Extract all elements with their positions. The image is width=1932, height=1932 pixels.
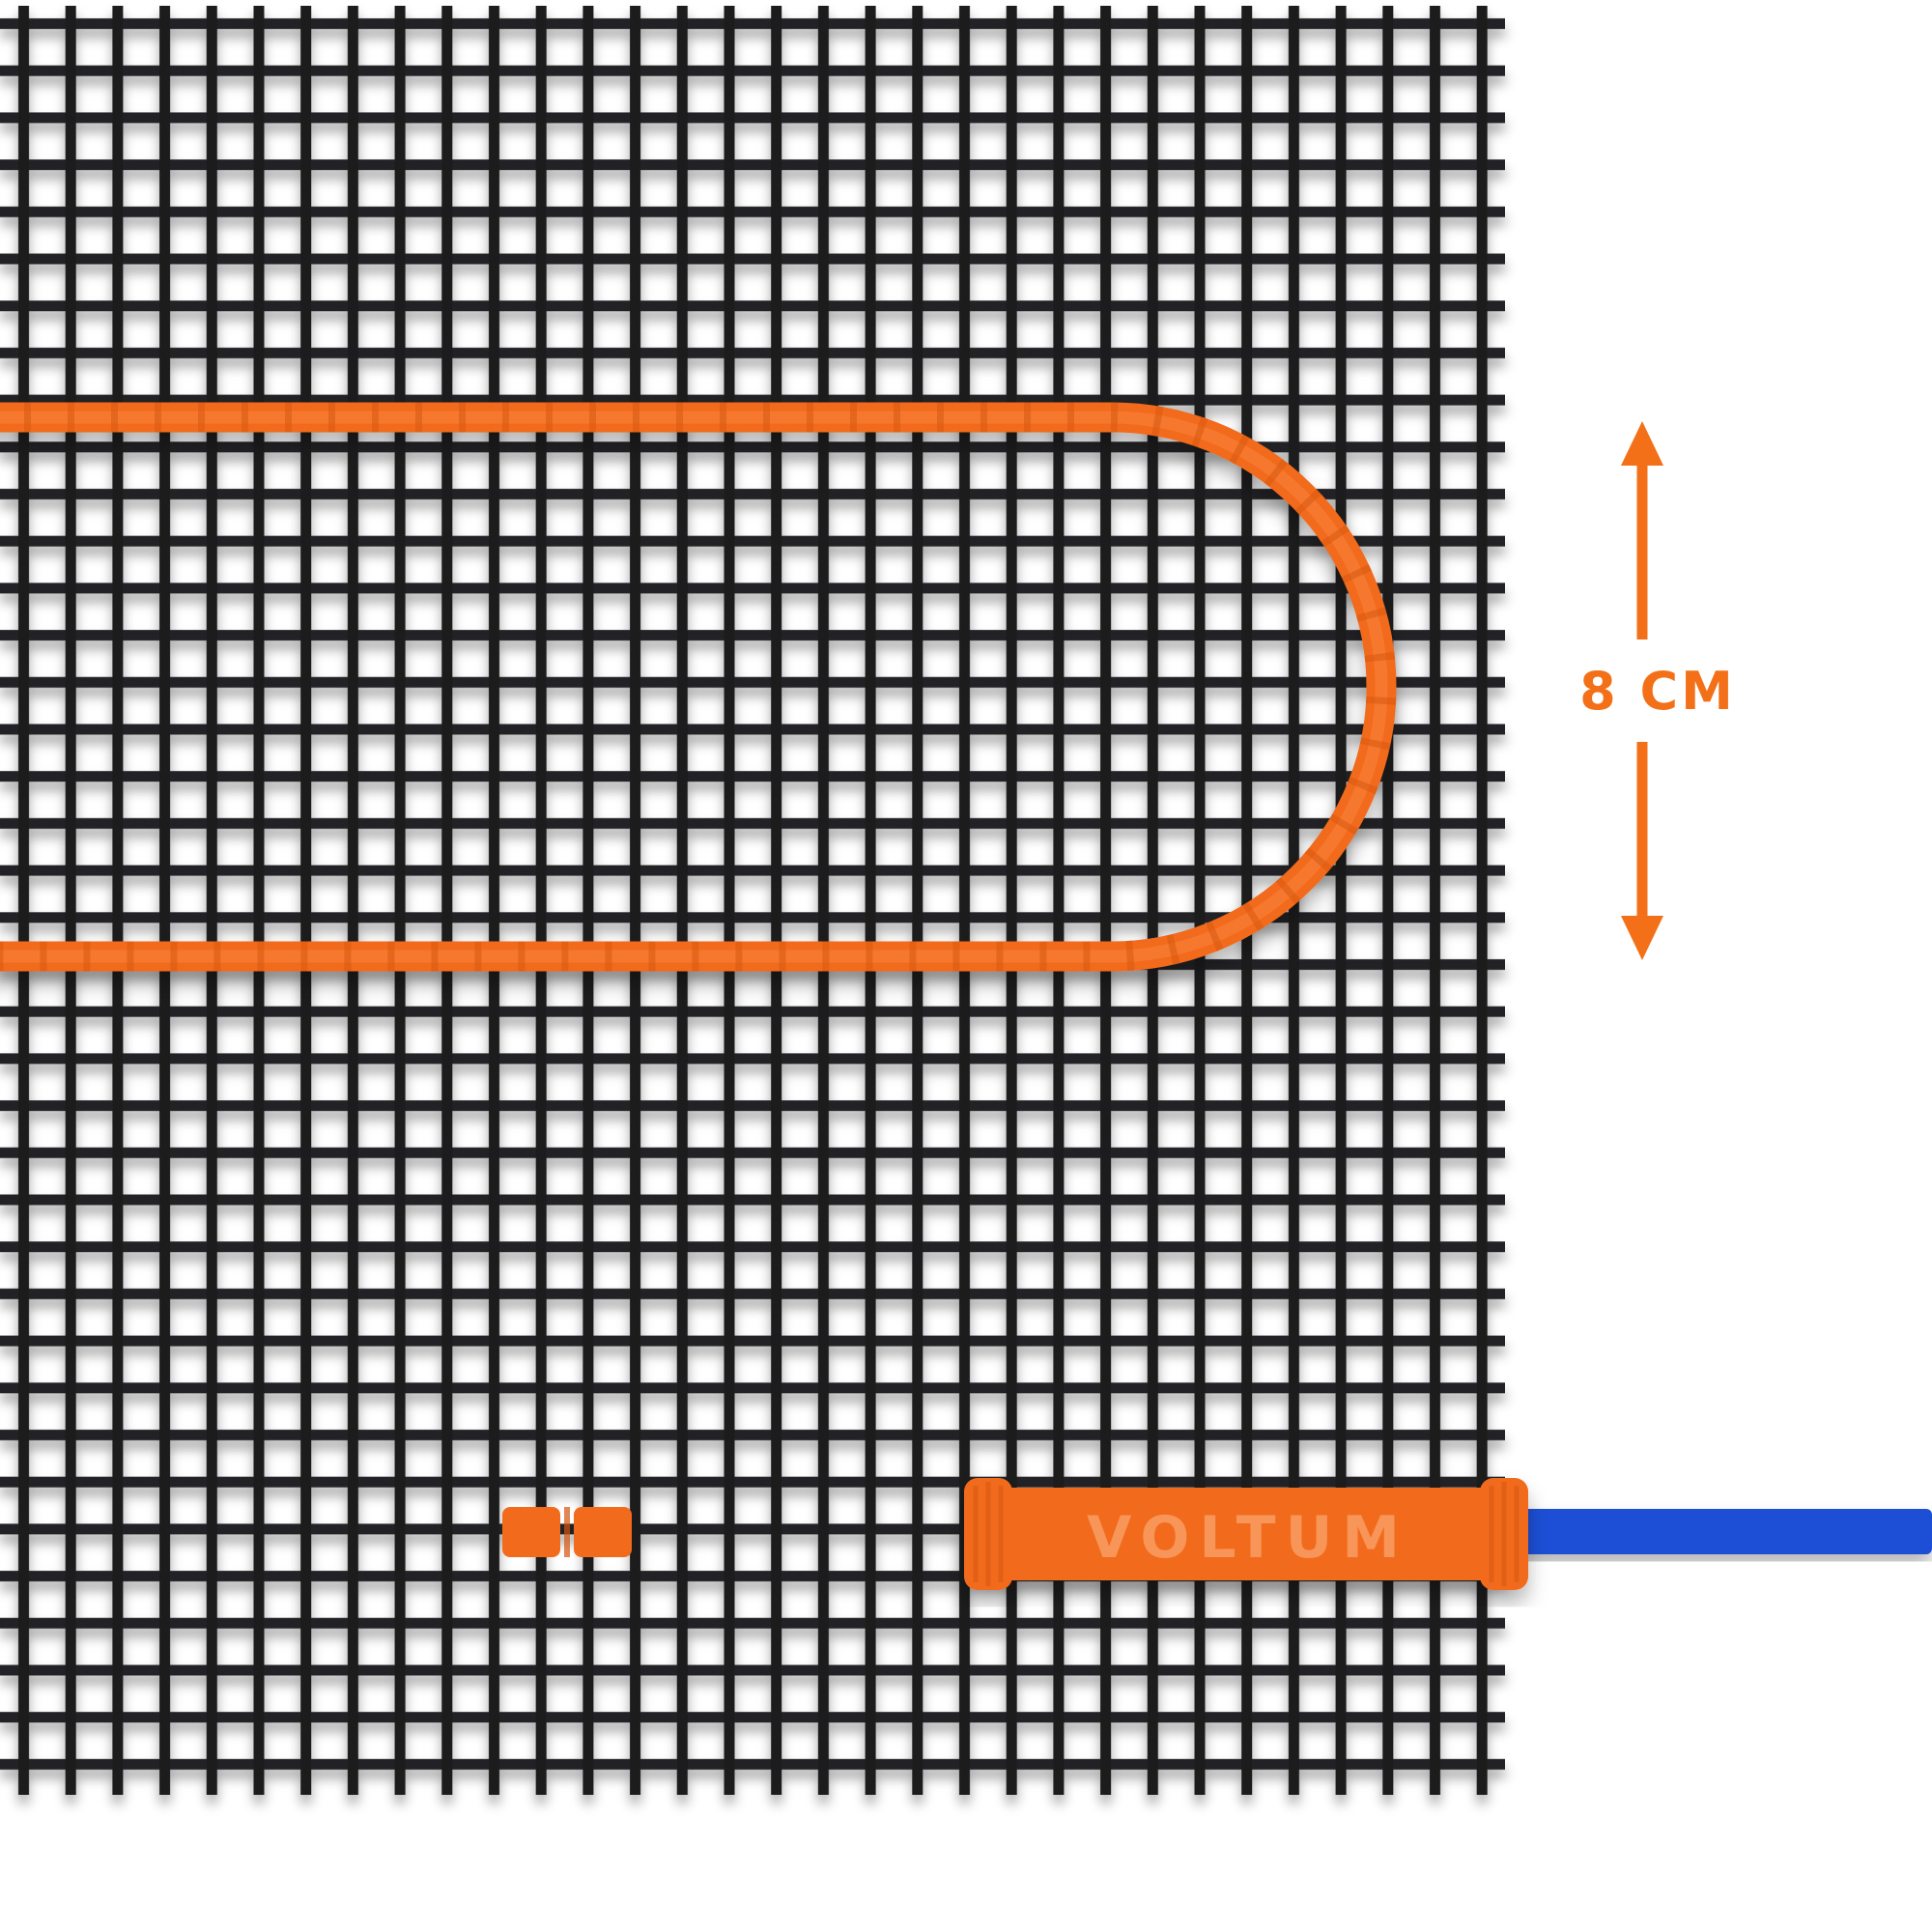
heating-cable-highlight [0, 411, 1388, 963]
cable-splice-clip [502, 1507, 560, 1557]
arrow-down-icon [1621, 916, 1663, 960]
brand-label: VOLTUM [1087, 1504, 1409, 1572]
arrow-up-icon [1621, 421, 1663, 466]
connector-sleeve: VOLTUM [964, 1478, 1528, 1590]
cold-lead-assembly: VOLTUM [0, 1478, 1932, 1590]
connector-ridges [973, 1482, 1520, 1586]
heating-cable [0, 402, 1397, 972]
connector-body [971, 1488, 1526, 1580]
spacing-label: 8 CM [1579, 661, 1736, 722]
dimension-annotation: 8 CM [1579, 421, 1736, 960]
heating-cable-group [0, 402, 1397, 972]
cable-splice-clip [574, 1507, 632, 1557]
power-cord [1507, 1509, 1932, 1554]
